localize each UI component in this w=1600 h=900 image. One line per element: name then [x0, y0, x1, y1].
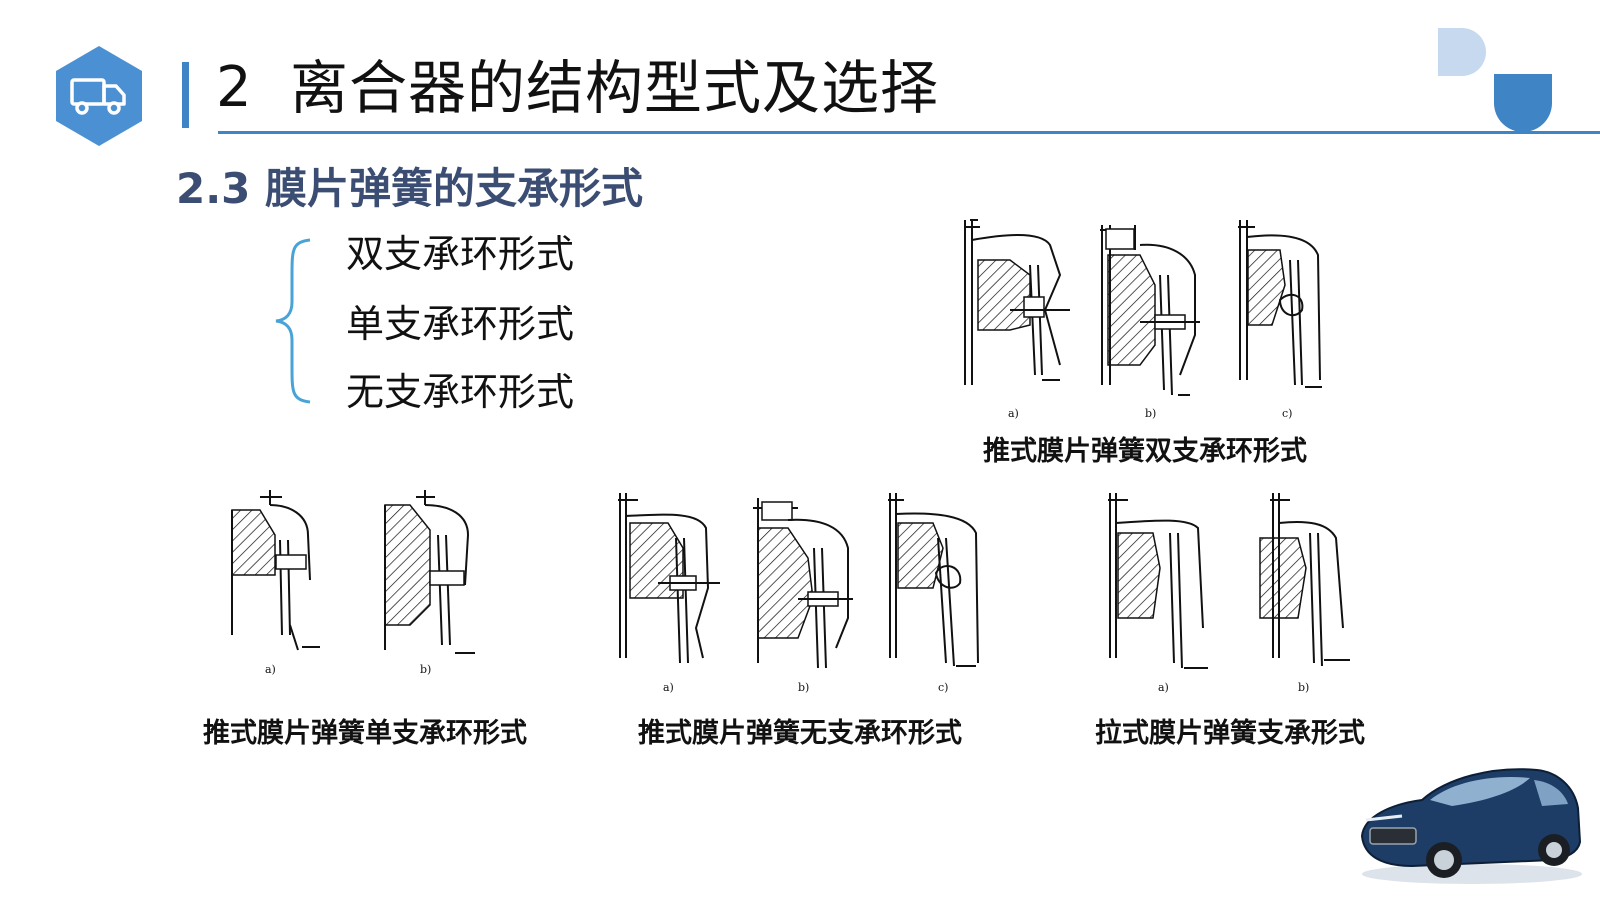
diagram-b — [1259, 493, 1350, 667]
decorative-quarter-circle-dark — [1494, 74, 1552, 132]
caption-pull-type: 拉式膜片弹簧支承形式 — [1095, 718, 1365, 749]
label-b: b) — [1145, 407, 1156, 420]
title-accent-bar — [182, 62, 189, 128]
diagram-c — [1238, 220, 1322, 388]
diagram-a — [1108, 493, 1208, 669]
figure-no-ring: a) b) c) — [618, 493, 979, 694]
label-a: a) — [1008, 407, 1019, 420]
figure-double-ring: a) b) c) — [964, 219, 1322, 420]
diagram-a — [231, 490, 320, 651]
page-title: 离合器的结构型式及选择 — [290, 54, 940, 122]
title-underline — [218, 131, 1600, 134]
diagram-b — [384, 490, 475, 654]
diagram-b — [1100, 225, 1200, 396]
car-illustration — [1360, 768, 1582, 884]
diagram-c — [888, 493, 979, 667]
diagram-a — [964, 219, 1070, 385]
decorative-quarter-circle-light — [1438, 28, 1486, 76]
chapter-number: 2 — [216, 55, 252, 120]
label-b: b) — [1298, 681, 1309, 694]
support-type-single: 单支承环形式 — [346, 302, 575, 346]
curly-brace — [275, 238, 311, 404]
support-type-double: 双支承环形式 — [346, 232, 575, 276]
label-b: b) — [420, 663, 431, 676]
label-a: a) — [1158, 681, 1169, 694]
section-heading: 2.3 膜片弹簧的支承形式 — [176, 164, 644, 213]
caption-single-ring: 推式膜片弹簧单支承环形式 — [203, 718, 527, 749]
label-c: c) — [1282, 407, 1292, 420]
diagram-b — [753, 498, 853, 669]
figure-single-ring: a) b) — [231, 490, 475, 676]
caption-no-ring: 推式膜片弹簧无支承环形式 — [638, 718, 962, 749]
label-b: b) — [798, 681, 809, 694]
label-a: a) — [663, 681, 674, 694]
truck-icon — [70, 78, 126, 115]
label-c: c) — [938, 681, 948, 694]
label-a: a) — [265, 663, 276, 676]
diagram-a — [618, 493, 720, 664]
truck-logo-badge — [56, 46, 142, 146]
support-type-none: 无支承环形式 — [346, 370, 575, 414]
figure-pull-type: a) b) — [1108, 493, 1350, 694]
caption-double-ring: 推式膜片弹簧双支承环形式 — [983, 436, 1307, 467]
